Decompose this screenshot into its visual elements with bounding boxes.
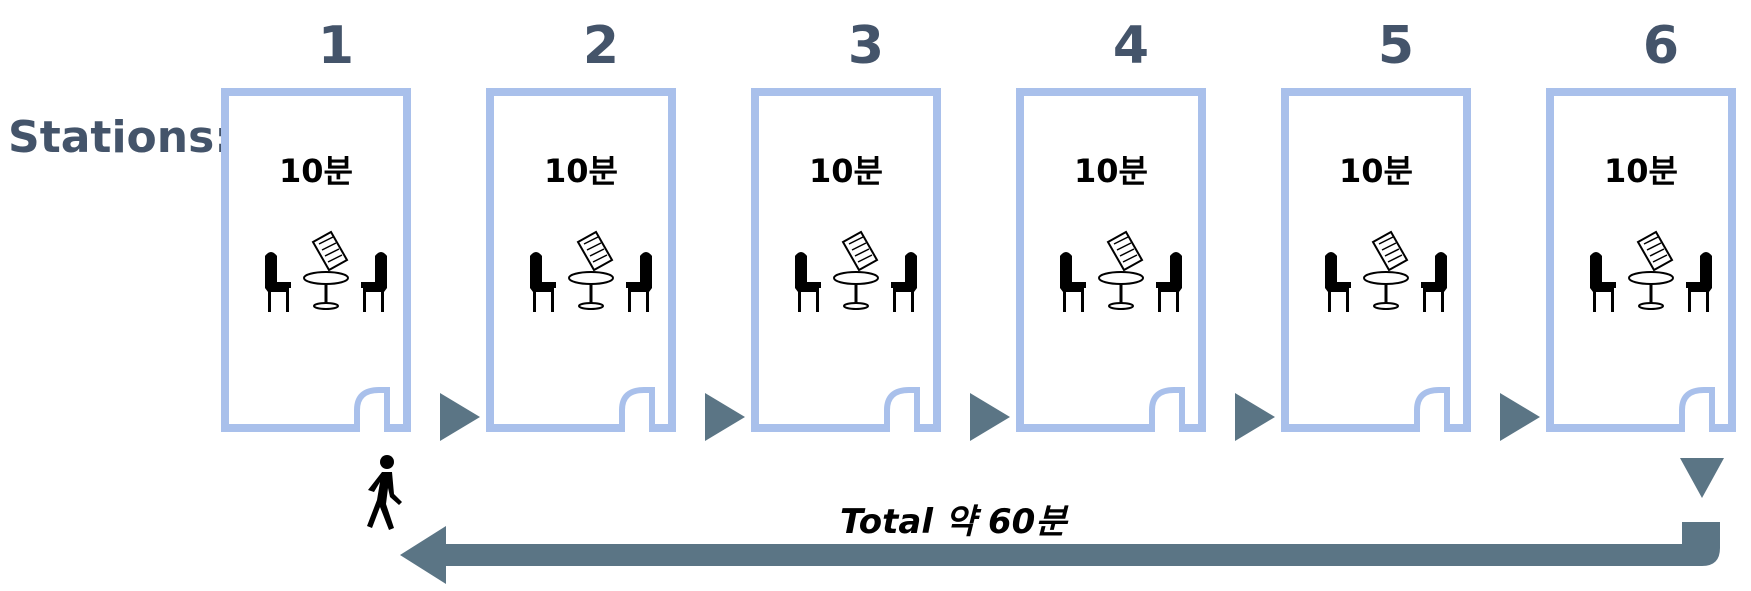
arrow-right-icon xyxy=(705,393,745,441)
door-icon xyxy=(1148,384,1194,432)
station-duration: 10분 xyxy=(809,152,883,190)
station-duration: 10분 xyxy=(1339,152,1413,190)
station-number-3: 3 xyxy=(847,16,885,76)
arrow-right-icon xyxy=(440,393,480,441)
return-arrow-icon xyxy=(400,522,1720,584)
station-number-4: 4 xyxy=(1112,16,1150,76)
table-chairs-icon xyxy=(1588,230,1714,314)
station-number-6: 6 xyxy=(1642,16,1680,76)
station-box-6: 10분 xyxy=(1546,88,1736,432)
station-box-4: 10분 xyxy=(1016,88,1206,432)
arrow-right-icon xyxy=(1500,393,1540,441)
station-box-3: 10분 xyxy=(751,88,941,432)
station-duration: 10분 xyxy=(279,152,353,190)
station-box-2: 10분 xyxy=(486,88,676,432)
station-number-5: 5 xyxy=(1377,16,1415,76)
table-chairs-icon xyxy=(1058,230,1184,314)
station-duration: 10분 xyxy=(1074,152,1148,190)
table-chairs-icon xyxy=(528,230,654,314)
door-icon xyxy=(1678,384,1724,432)
door-icon xyxy=(883,384,929,432)
station-duration: 10분 xyxy=(1604,152,1678,190)
station-duration: 10분 xyxy=(544,152,618,190)
station-box-1: 10분 xyxy=(221,88,411,432)
table-chairs-icon xyxy=(793,230,919,314)
table-chairs-icon xyxy=(263,230,389,314)
stations-label: Stations: xyxy=(8,112,232,163)
arrow-right-icon xyxy=(1235,393,1275,441)
door-icon xyxy=(618,384,664,432)
station-number-2: 2 xyxy=(582,16,620,76)
door-icon xyxy=(353,384,399,432)
table-chairs-icon xyxy=(1323,230,1449,314)
station-box-5: 10분 xyxy=(1281,88,1471,432)
station-number-1: 1 xyxy=(317,16,355,76)
total-label: Total 약 60분 xyxy=(840,502,1067,542)
down-arrow-icon xyxy=(1680,458,1724,498)
arrow-right-icon xyxy=(970,393,1010,441)
door-icon xyxy=(1413,384,1459,432)
walking-person-icon xyxy=(367,455,402,530)
